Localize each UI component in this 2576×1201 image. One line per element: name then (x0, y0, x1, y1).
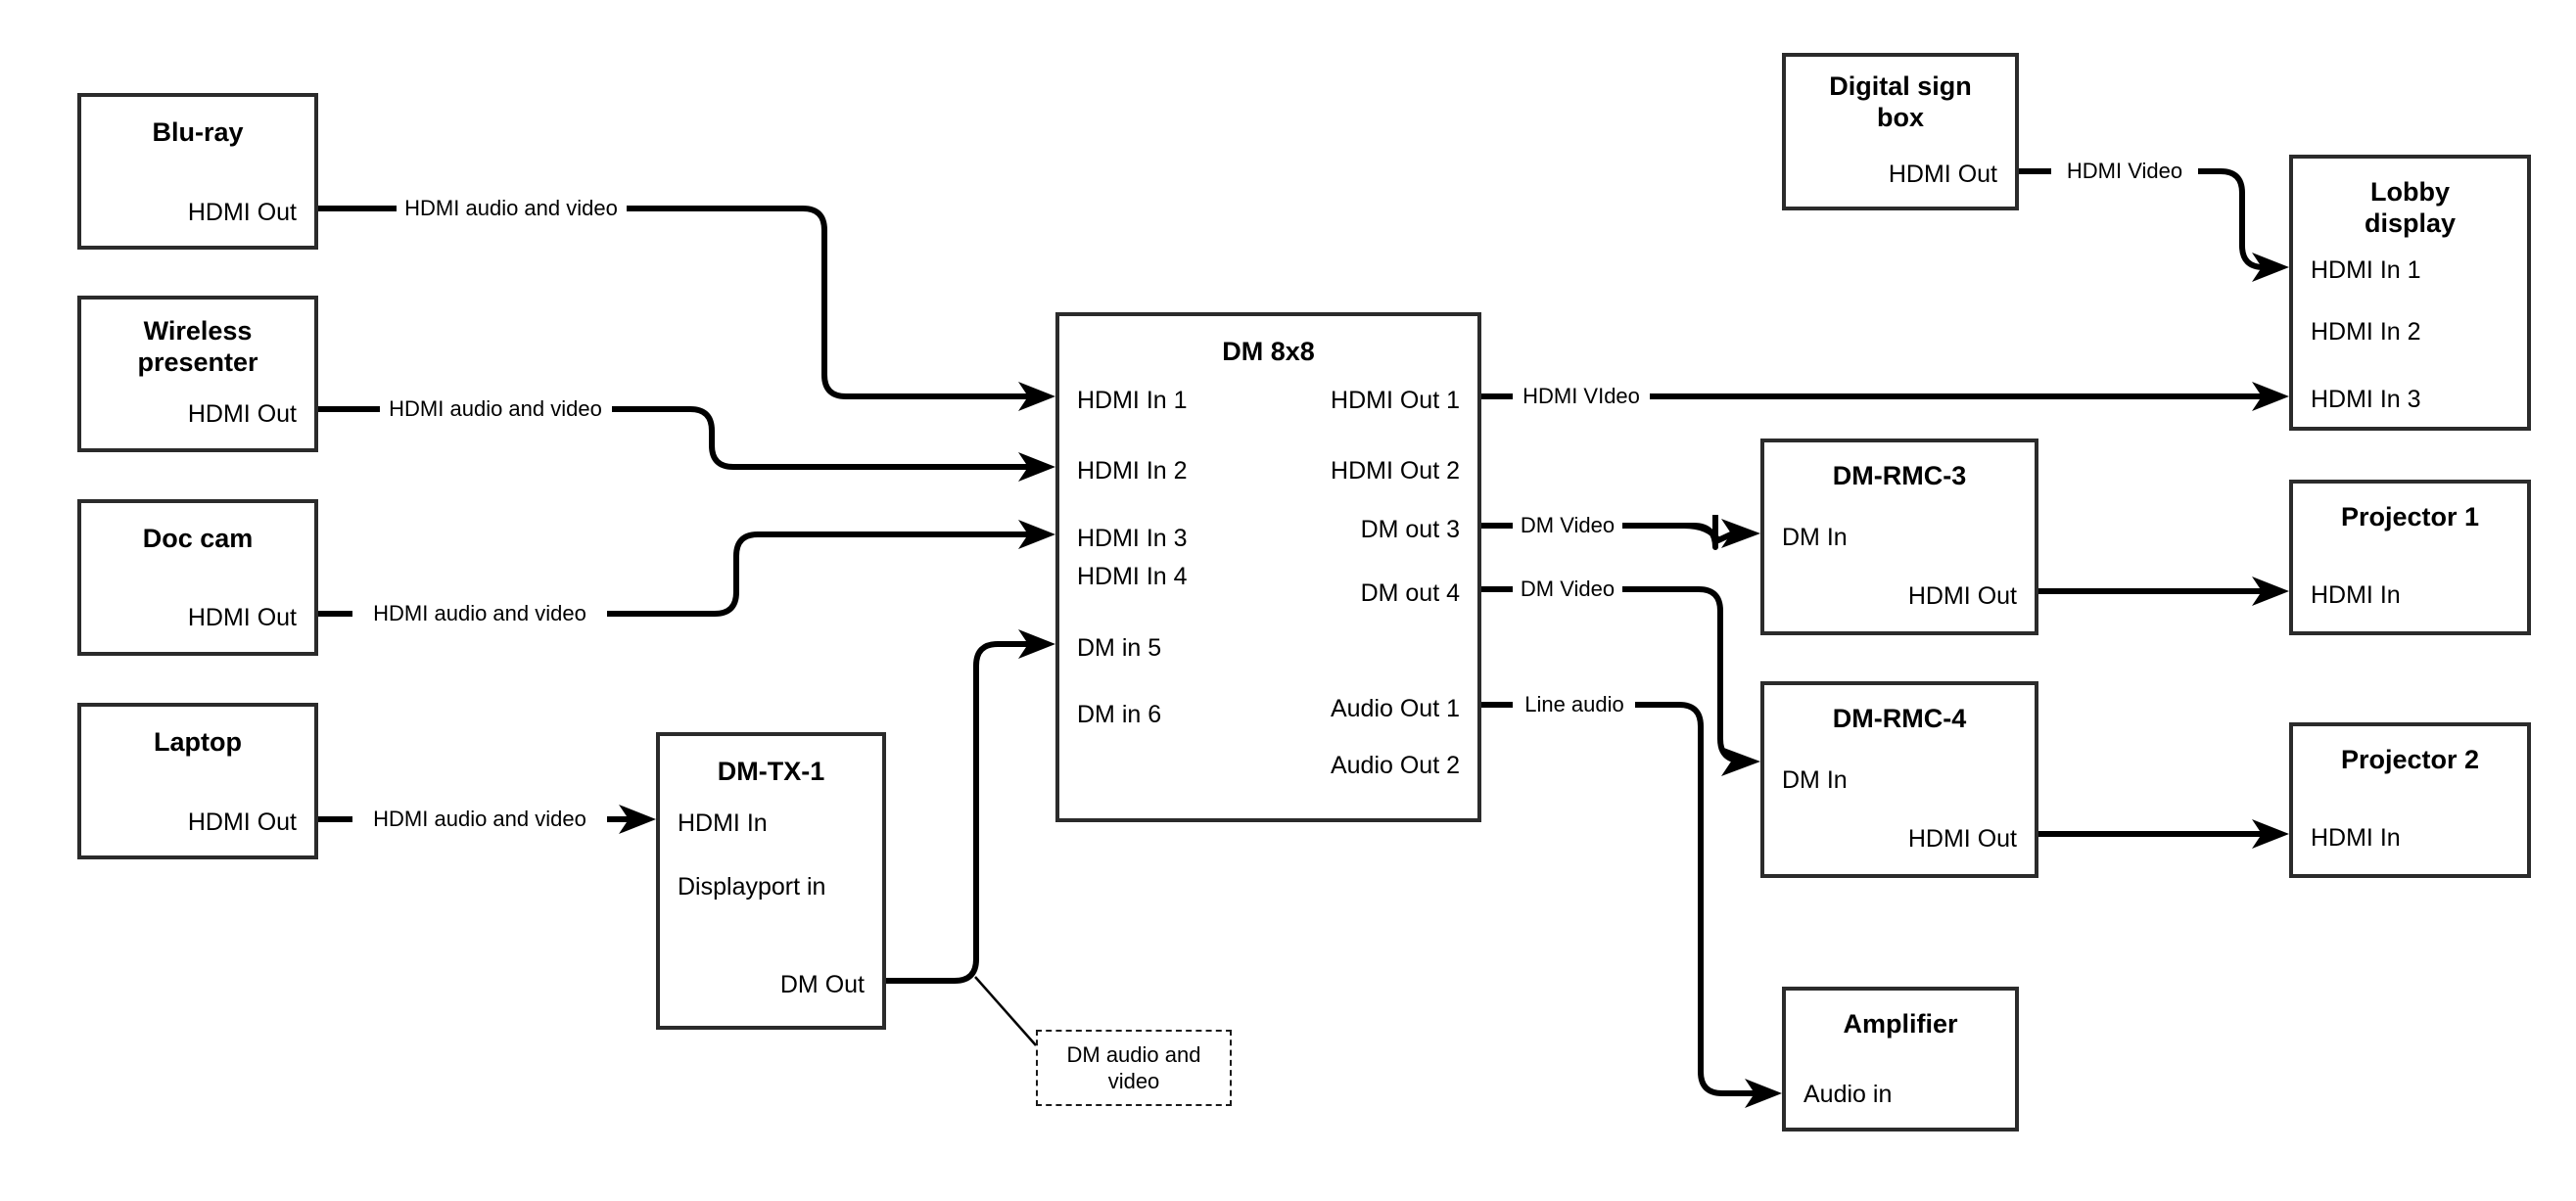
edge-label-dm-video-4: DM Video (1513, 577, 1622, 602)
port-dm-tx-1-displayport-in[interactable]: Displayport in (678, 873, 826, 901)
node-projector-1-title: Projector 1 (2340, 502, 2480, 531)
port-lobby-display-hdmi-in-2[interactable]: HDMI In 2 (2311, 318, 2421, 346)
node-wireless-presenter-title-line1: Wireless (143, 316, 253, 346)
arrow-amp-audio-in (1745, 1079, 1782, 1108)
port-dm-8x8-audio-out-1[interactable]: Audio Out 1 (1330, 695, 1460, 722)
node-dm-rmc-3[interactable]: DM-RMC-3 DM In HDMI Out (1760, 439, 2038, 635)
port-projector-2-hdmi-in[interactable]: HDMI In (2311, 824, 2401, 852)
node-lobby-display-title-line1: Lobby (2370, 177, 2450, 207)
port-dm-tx-1-dm-out[interactable]: DM Out (779, 971, 865, 998)
node-dm-tx-1-title: DM-TX-1 (717, 757, 825, 786)
arrow-dmtx1-hdmi-in (619, 805, 656, 834)
port-dm-tx-1-hdmi-in[interactable]: HDMI In (678, 809, 768, 837)
node-lobby-display[interactable]: Lobby display HDMI In 1 HDMI In 2 HDMI I… (2289, 155, 2531, 431)
note-leader-line (974, 976, 1037, 1046)
wire-dm-out-4-to-rmc4 (1481, 586, 1745, 763)
node-dm-rmc-4-title: DM-RMC-4 (1832, 704, 1967, 733)
arrow-hdmi-in-3 (1018, 520, 1055, 549)
port-wireless-presenter-hdmi-out[interactable]: HDMI Out (187, 400, 297, 428)
node-digital-sign-box[interactable]: Digital sign box HDMI Out (1782, 53, 2019, 210)
arrow-hdmi-in-1 (1018, 382, 1055, 411)
port-digital-sign-box-hdmi-out[interactable]: HDMI Out (1888, 161, 1997, 188)
port-dm-8x8-audio-out-2[interactable]: Audio Out 2 (1330, 752, 1460, 779)
node-amplifier[interactable]: Amplifier Audio in (1782, 987, 2019, 1132)
node-laptop-title: Laptop (154, 727, 242, 757)
port-dm-8x8-dm-in-5[interactable]: DM in 5 (1077, 634, 1162, 662)
edge-label-doccam: HDMI audio and video (366, 601, 593, 626)
port-lobby-display-hdmi-in-1[interactable]: HDMI In 1 (2311, 256, 2421, 284)
wire-sign-to-lobby-in-1 (2019, 168, 2272, 270)
node-projector-1[interactable]: Projector 1 HDMI In (2289, 480, 2531, 635)
node-dm-tx-1[interactable]: DM-TX-1 HDMI In Displayport in DM Out (656, 732, 886, 1030)
edge-label-bluray: HDMI audio and video (398, 196, 625, 221)
port-lobby-display-hdmi-in-3[interactable]: HDMI In 3 (2311, 386, 2421, 413)
node-projector-2-title: Projector 2 (2340, 745, 2480, 774)
edge-label-wireless: HDMI audio and video (382, 396, 609, 422)
port-doc-cam-hdmi-out[interactable]: HDMI Out (187, 604, 297, 631)
port-dm-8x8-dm-out-3[interactable]: DM out 3 (1360, 516, 1460, 543)
wire-bluray-to-hdmi-in-1 (318, 206, 1038, 399)
arrow-rmc3-dm-in (1721, 519, 1760, 548)
node-dm-rmc-4[interactable]: DM-RMC-4 DM In HDMI Out (1760, 681, 2038, 878)
port-laptop-hdmi-out[interactable]: HDMI Out (187, 808, 297, 836)
port-dm-rmc-3-hdmi-out[interactable]: HDMI Out (1907, 582, 2017, 610)
wire-dm-out-3-curve (1622, 523, 1735, 543)
node-bluray-title: Blu-ray (152, 117, 244, 147)
port-dm-8x8-dm-out-4[interactable]: DM out 4 (1360, 579, 1460, 607)
node-amplifier-title: Amplifier (1843, 1009, 1958, 1039)
arrow-hdmi-in-2 (1018, 452, 1055, 482)
arrow-proj1-hdmi-in (2252, 577, 2289, 606)
node-doc-cam-title: Doc cam (142, 524, 254, 553)
port-dm-8x8-hdmi-in-3[interactable]: HDMI In 3 (1077, 525, 1188, 552)
port-bluray-hdmi-out[interactable]: HDMI Out (187, 199, 297, 226)
port-dm-rmc-4-dm-in[interactable]: DM In (1782, 766, 1848, 794)
node-dm-8x8[interactable]: DM 8x8 HDMI In 1 HDMI In 2 HDMI In 3 HDM… (1055, 312, 1481, 822)
node-projector-2[interactable]: Projector 2 HDMI In (2289, 722, 2531, 878)
port-amplifier-audio-in[interactable]: Audio in (1803, 1081, 1893, 1108)
port-dm-8x8-dm-in-6[interactable]: DM in 6 (1077, 701, 1162, 728)
arrow-rmc4-dm-in (1721, 747, 1760, 776)
arrow-dm-in-5 (1018, 629, 1055, 659)
node-laptop[interactable]: Laptop HDMI Out (77, 703, 318, 859)
port-dm-8x8-hdmi-in-4[interactable]: HDMI In 4 (1077, 563, 1188, 590)
port-dm-rmc-4-hdmi-out[interactable]: HDMI Out (1907, 825, 2017, 853)
edge-label-hdmi-video-out1: HDMI VIdeo (1516, 384, 1647, 409)
note-dm-audio-and-video-text: DM audio and video (1066, 1042, 1201, 1093)
node-digital-sign-box-title-line2: box (1876, 103, 1924, 132)
node-dm-8x8-title: DM 8x8 (1222, 337, 1315, 366)
edge-label-laptop: HDMI audio and video (366, 807, 593, 832)
node-bluray[interactable]: Blu-ray HDMI Out (77, 93, 318, 250)
port-dm-8x8-hdmi-out-1[interactable]: HDMI Out 1 (1331, 387, 1460, 414)
port-dm-8x8-hdmi-in-2[interactable]: HDMI In 2 (1077, 457, 1188, 485)
wire-audio-out-1-to-amp (1481, 702, 1764, 1096)
port-dm-8x8-hdmi-in-1[interactable]: HDMI In 1 (1077, 387, 1188, 414)
edge-label-hdmi-video-sign: HDMI Video (2059, 159, 2190, 184)
node-digital-sign-box-title-line1: Digital sign (1829, 71, 1972, 101)
node-wireless-presenter[interactable]: Wireless presenter HDMI Out (77, 296, 318, 452)
node-wireless-presenter-title-line2: presenter (137, 347, 258, 377)
node-dm-rmc-3-title: DM-RMC-3 (1832, 461, 1967, 490)
port-dm-rmc-3-dm-in[interactable]: DM In (1782, 524, 1848, 551)
arrow-lobby-hdmi-in-3 (2252, 382, 2289, 411)
node-doc-cam[interactable]: Doc cam HDMI Out (77, 499, 318, 656)
note-dm-audio-and-video: DM audio and video (1036, 1030, 1232, 1106)
edge-label-line-audio: Line audio (1518, 692, 1631, 717)
port-dm-8x8-hdmi-out-2[interactable]: HDMI Out 2 (1331, 457, 1460, 485)
arrow-lobby-hdmi-in-1 (2252, 253, 2289, 282)
node-lobby-display-title-line2: display (2364, 208, 2457, 238)
port-projector-1-hdmi-in[interactable]: HDMI In (2311, 581, 2401, 609)
edge-label-dm-video-3: DM Video (1513, 513, 1622, 538)
wire-dmtx1-to-dm-in-5 (886, 641, 1038, 984)
arrow-proj2-hdmi-in (2252, 819, 2289, 849)
